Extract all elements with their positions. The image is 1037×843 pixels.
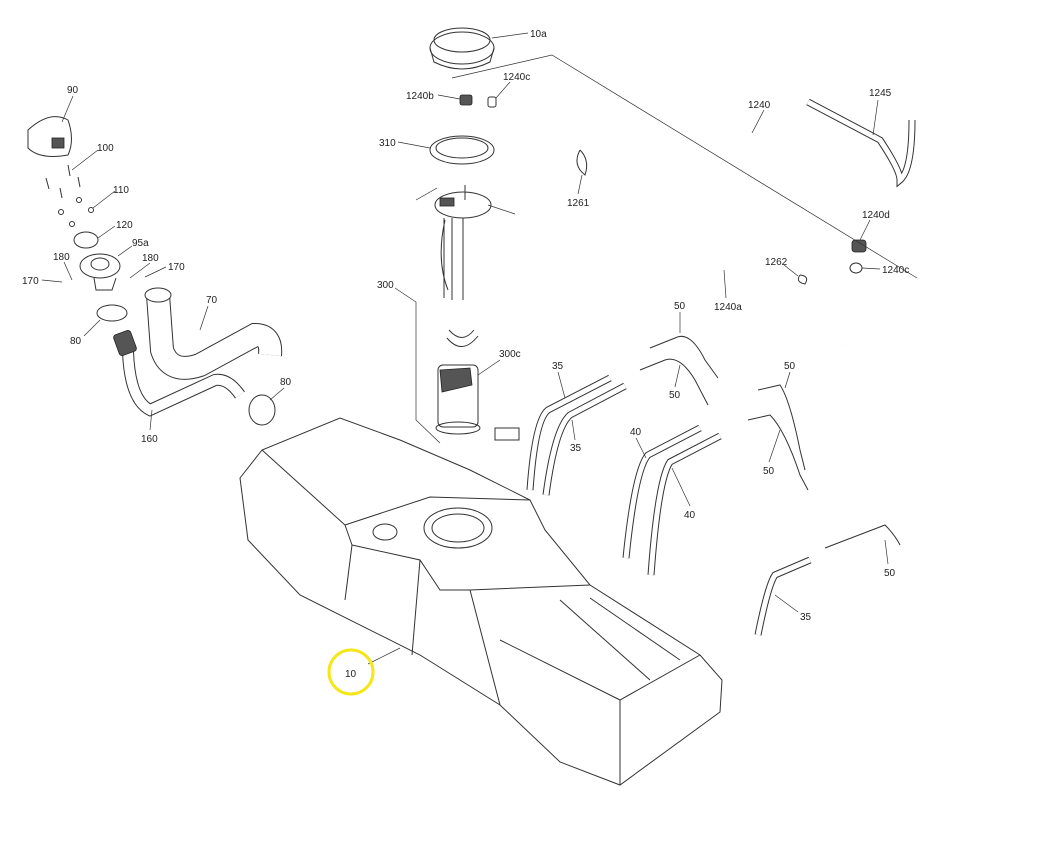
callout-160[interactable]: 160	[141, 434, 158, 445]
fitting-part-1240b[interactable]	[459, 94, 473, 106]
fuel-tank-part-10[interactable]	[239, 417, 723, 786]
callout-labels: 10a 1240c 1240b 1240 1245 90 310 100 126…	[22, 29, 909, 680]
callout-100[interactable]: 100	[97, 143, 114, 154]
strap-part-35-a[interactable]	[526, 374, 612, 491]
callout-180[interactable]: 180	[53, 252, 70, 263]
strap-part-35-b[interactable]	[542, 382, 627, 496]
callout-300c[interactable]: 300c	[499, 349, 521, 360]
leader-lines	[41, 32, 918, 665]
callout-1261[interactable]: 1261	[567, 198, 590, 209]
vent-hose-part-1240a[interactable]	[514, 110, 852, 346]
strap-part-50-a[interactable]	[649, 335, 719, 379]
gasket-part-120[interactable]	[73, 231, 99, 249]
seal-part-310[interactable]	[429, 135, 495, 165]
callout-80[interactable]: 80	[70, 336, 82, 347]
callout-1240c[interactable]: 1240c	[503, 72, 530, 83]
strap-part-40-b[interactable]	[647, 432, 722, 576]
screws-part-100[interactable]	[45, 164, 81, 199]
callout-70[interactable]: 70	[206, 295, 218, 306]
filler-cap-part-90[interactable]	[27, 116, 72, 157]
callout-1240d[interactable]: 1240d	[862, 210, 890, 221]
hose-part-1245[interactable]	[806, 98, 916, 188]
strap-part-50-e[interactable]	[824, 524, 901, 549]
callout-1240b[interactable]: 1240b	[406, 91, 434, 102]
callout-1240a[interactable]: 1240a	[714, 302, 742, 313]
washers-part-110[interactable]	[58, 197, 94, 227]
fuel-pump-module-part-300[interactable]	[434, 185, 520, 441]
clamp-part-1240c-top[interactable]	[487, 96, 497, 108]
strap-part-50-b[interactable]	[639, 358, 709, 406]
callout-50[interactable]: 50	[784, 361, 796, 372]
callout-120[interactable]: 120	[116, 220, 133, 231]
callout-170[interactable]: 170	[168, 262, 185, 273]
filler-neck-part-95a[interactable]	[79, 253, 121, 291]
strap-part-50-d[interactable]	[747, 414, 809, 491]
callout-80[interactable]: 80	[280, 377, 292, 388]
callout-1245[interactable]: 1245	[869, 88, 892, 99]
callout-50[interactable]: 50	[674, 301, 686, 312]
lock-ring-part-10a[interactable]	[429, 27, 495, 70]
callout-10[interactable]: 10	[345, 669, 357, 680]
callout-1262[interactable]: 1262	[765, 257, 788, 268]
callout-300[interactable]: 300	[377, 280, 394, 291]
filler-hose-part-70[interactable]	[144, 287, 283, 380]
callout-40[interactable]: 40	[630, 427, 642, 438]
clamp-part-1240d[interactable]	[851, 239, 867, 253]
strap-part-40-a[interactable]	[622, 424, 702, 559]
callout-1240c[interactable]: 1240c	[882, 265, 909, 276]
callout-180[interactable]: 180	[142, 253, 159, 264]
strap-part-35-c[interactable]	[754, 556, 812, 636]
callout-50[interactable]: 50	[763, 466, 775, 477]
callout-95a[interactable]: 95a	[132, 238, 149, 249]
clamp-part-80-right[interactable]	[248, 394, 276, 426]
callout-50[interactable]: 50	[884, 568, 896, 579]
strap-part-50-c[interactable]	[757, 384, 806, 471]
callout-90[interactable]: 90	[67, 85, 79, 96]
clamp-part-80-left[interactable]	[96, 304, 128, 322]
callout-40[interactable]: 40	[684, 510, 696, 521]
clip-part-1262[interactable]	[797, 274, 808, 285]
callout-1240[interactable]: 1240	[748, 100, 771, 111]
callout-35[interactable]: 35	[570, 443, 582, 454]
clip-part-1261[interactable]	[576, 149, 588, 176]
callout-10a[interactable]: 10a	[530, 29, 547, 40]
highlight-circle-callout-10	[327, 648, 375, 696]
callout-50[interactable]: 50	[669, 390, 681, 401]
callout-310[interactable]: 310	[379, 138, 396, 149]
callout-35[interactable]: 35	[800, 612, 812, 623]
callout-170[interactable]: 170	[22, 276, 39, 287]
callout-110[interactable]: 110	[113, 185, 129, 196]
clamp-part-1240c-right[interactable]	[849, 262, 863, 274]
callout-35[interactable]: 35	[552, 361, 564, 372]
hose-part-160[interactable]	[113, 330, 245, 417]
